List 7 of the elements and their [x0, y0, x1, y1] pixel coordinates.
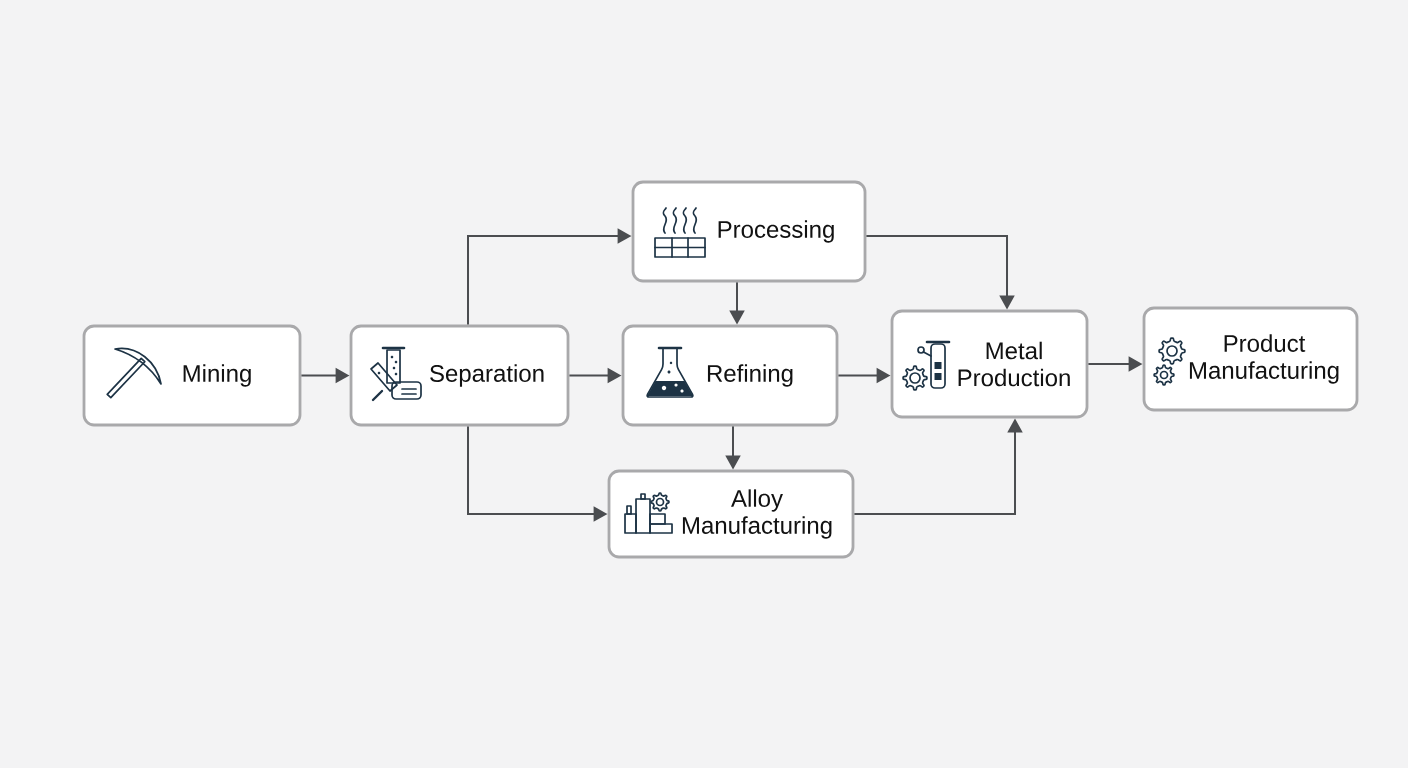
process-box: Alloy Manufacturing	[607, 469, 855, 559]
process-box: Refining	[621, 324, 839, 427]
process-box: Separation	[349, 324, 570, 427]
process-box: Mining	[82, 324, 302, 427]
process-box: Metal Production	[890, 309, 1089, 419]
process-box: Processing	[631, 180, 867, 283]
process-box: Product Manufacturing	[1142, 306, 1359, 412]
